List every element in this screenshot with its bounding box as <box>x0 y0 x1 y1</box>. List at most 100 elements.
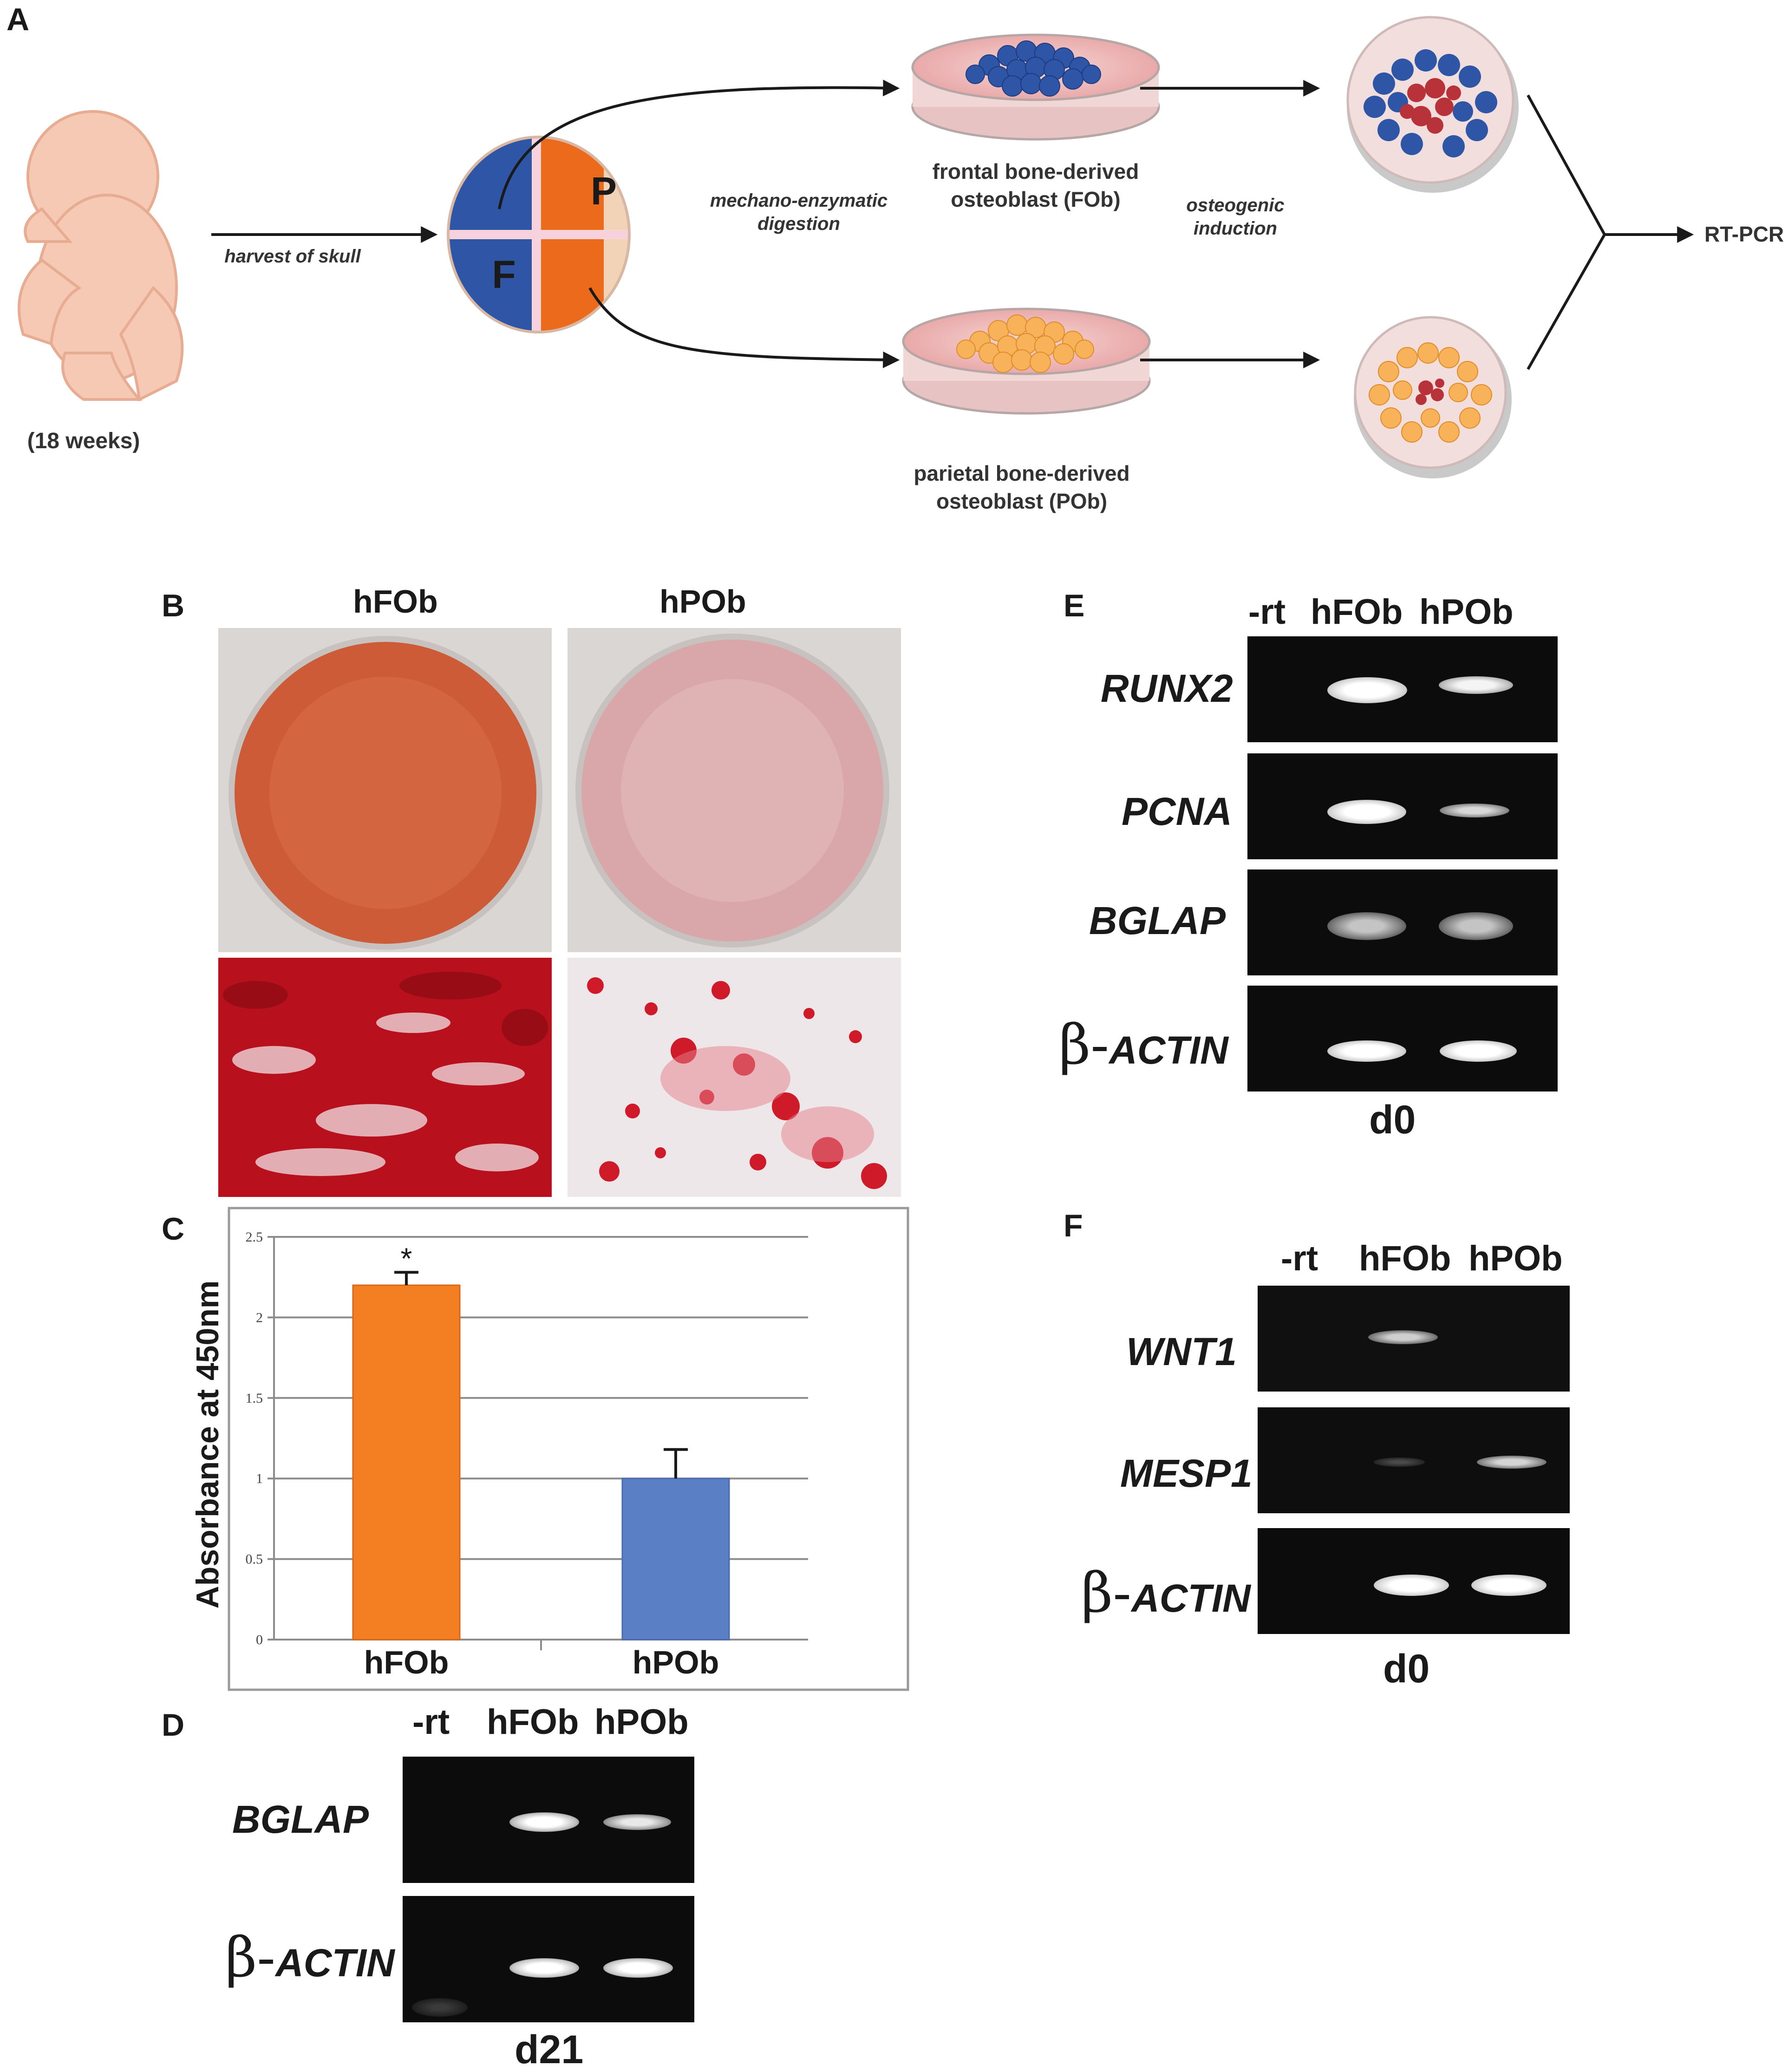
panel-label-d: D <box>162 1707 185 1743</box>
e-gel-pcna <box>1247 753 1558 859</box>
d-gene-bglap: BGLAP <box>232 1797 369 1841</box>
digestion-label-1: mechano-enzymatic <box>710 190 887 211</box>
hfob-well-photo <box>218 628 552 952</box>
induction-label-1: osteogenic <box>1186 195 1284 216</box>
d-lane-hfob: hFOb <box>487 1702 579 1742</box>
f-band-actin-hpob <box>1471 1575 1547 1596</box>
digestion-label-2: digestion <box>757 214 840 234</box>
panel-label-c: C <box>162 1211 185 1247</box>
e-gel-actin <box>1247 986 1558 1092</box>
skull-diagram: F P <box>447 136 631 333</box>
panel-label-e: E <box>1064 588 1085 623</box>
e-lane-hpob: hPOb <box>1419 592 1514 632</box>
pob-label-2: osteoblast (POb) <box>936 489 1107 513</box>
f-day-label: d0 <box>1383 1647 1430 1691</box>
y-tick-label: 2.5 <box>246 1229 263 1245</box>
f-band-mesp1-hfob <box>1374 1458 1425 1467</box>
y-axis-label-box: Absorbance at 450nm <box>186 1254 232 1635</box>
significance-marker: * <box>401 1242 412 1275</box>
f-gene-mesp1: MESP1 <box>1120 1451 1253 1495</box>
x-category-label: hPOb <box>633 1644 719 1680</box>
panel-label-a: A <box>7 2 30 37</box>
d-gene-actin-name: ACTIN <box>275 1941 395 1985</box>
harvest-label: harvest of skull <box>224 246 361 267</box>
f-gel-wnt1 <box>1258 1286 1570 1392</box>
d-gene-actin: β-ACTIN <box>225 1930 395 1985</box>
panel-b-col-hpob: hPOb <box>659 583 746 620</box>
y-axis-label-text: Absorbance at 450nm <box>190 1281 225 1609</box>
induction-label-2: induction <box>1194 218 1277 239</box>
d-band-actin-hpob <box>603 1958 673 1978</box>
panel-b-col-hfob: hFOb <box>353 583 438 620</box>
e-gene-bglap: BGLAP <box>1089 899 1226 942</box>
pob-label-1: parietal bone-derived <box>914 461 1129 485</box>
d-band-actin-hfob <box>509 1958 579 1978</box>
fob-induced-dish <box>1346 16 1519 193</box>
y-tick-label: 0.5 <box>246 1552 263 1567</box>
skull-frontal-label: F <box>492 253 516 296</box>
fob-label-1: frontal bone-derived <box>933 159 1139 183</box>
y-tick-label: 1 <box>256 1471 263 1486</box>
absorbance-bar-chart: 0 0.5 1 1.5 2 2.5 * hFOb hPOb <box>228 1207 909 1691</box>
fob-dish <box>911 33 1160 141</box>
f-gene-actin-name: ACTIN <box>1131 1576 1251 1620</box>
bar-hfob <box>352 1284 461 1641</box>
hpob-well-photo <box>568 628 901 952</box>
e-lane-rt: -rt <box>1248 592 1286 632</box>
y-axis-label-svg: Absorbance at 450nm <box>190 1281 225 1609</box>
hpob-micrograph <box>568 958 901 1197</box>
e-band-runx2-hfob <box>1327 677 1407 703</box>
e-gene-runx2: RUNX2 <box>1101 667 1233 710</box>
fob-label-2: osteoblast (FOb) <box>951 187 1120 211</box>
panel-label-f: F <box>1064 1208 1083 1243</box>
fetus-illustration <box>18 110 184 402</box>
panel-label-b: B <box>162 588 185 623</box>
workflow-diagram: (18 weeks) harvest of skull F P mechano-… <box>18 16 1784 513</box>
d-band-bglap-hpob <box>603 1814 671 1830</box>
chart-frame <box>228 1207 909 1691</box>
e-day-label: d0 <box>1369 1098 1416 1142</box>
pob-dish <box>902 307 1151 415</box>
e-gene-pcna: PCNA <box>1122 790 1233 833</box>
y-tick-label: 0 <box>256 1632 263 1647</box>
fetus-age-label: (18 weeks) <box>27 429 140 453</box>
rtpcr-label: RT-PCR <box>1704 222 1784 246</box>
f-gene-wnt1: WNT1 <box>1126 1330 1237 1373</box>
y-tick-label: 2 <box>256 1310 263 1325</box>
f-band-wnt1-hfob <box>1368 1330 1438 1344</box>
f-lane-hpob: hPOb <box>1468 1239 1563 1278</box>
e-band-actin-hfob <box>1327 1040 1406 1062</box>
d-day-label: d21 <box>515 2027 584 2072</box>
d-beta-symbol: β- <box>225 1925 276 1989</box>
e-band-pcna-hpob <box>1440 804 1509 817</box>
f-band-mesp1-hpob <box>1477 1456 1547 1469</box>
e-gel-runx2 <box>1247 636 1558 742</box>
y-tick-label: 1.5 <box>246 1391 263 1406</box>
e-band-runx2-hpob <box>1439 676 1513 694</box>
pob-induced-dish <box>1354 316 1512 478</box>
e-band-bglap-hpob <box>1439 912 1513 940</box>
e-beta-symbol: β- <box>1059 1013 1109 1077</box>
f-band-actin-hfob <box>1374 1575 1449 1596</box>
f-gene-actin: β-ACTIN <box>1081 1565 1251 1620</box>
e-lane-hfob: hFOb <box>1311 592 1403 632</box>
f-gel-actin <box>1258 1528 1570 1634</box>
d-band-bglap-hfob <box>509 1812 579 1832</box>
bar-hpob <box>621 1477 730 1641</box>
e-band-actin-hpob <box>1440 1040 1517 1062</box>
skull-parietal-label: P <box>591 169 617 213</box>
d-lane-rt: -rt <box>412 1702 450 1742</box>
f-lane-hfob: hFOb <box>1359 1239 1451 1278</box>
x-category-label: hFOb <box>364 1644 449 1680</box>
hfob-micrograph <box>218 958 552 1197</box>
d-gel-actin <box>403 1896 694 2022</box>
d-gel-bglap <box>403 1757 694 1883</box>
d-lane-hpob: hPOb <box>594 1702 689 1742</box>
e-band-bglap-hfob <box>1327 912 1406 940</box>
e-gel-bglap <box>1247 869 1558 975</box>
e-band-pcna-hfob <box>1327 800 1406 824</box>
f-gel-mesp1 <box>1258 1407 1570 1513</box>
e-gene-actin: β-ACTIN <box>1059 1017 1228 1072</box>
d-band-actin-rt <box>412 1998 468 2017</box>
e-gene-actin-name: ACTIN <box>1109 1028 1228 1072</box>
